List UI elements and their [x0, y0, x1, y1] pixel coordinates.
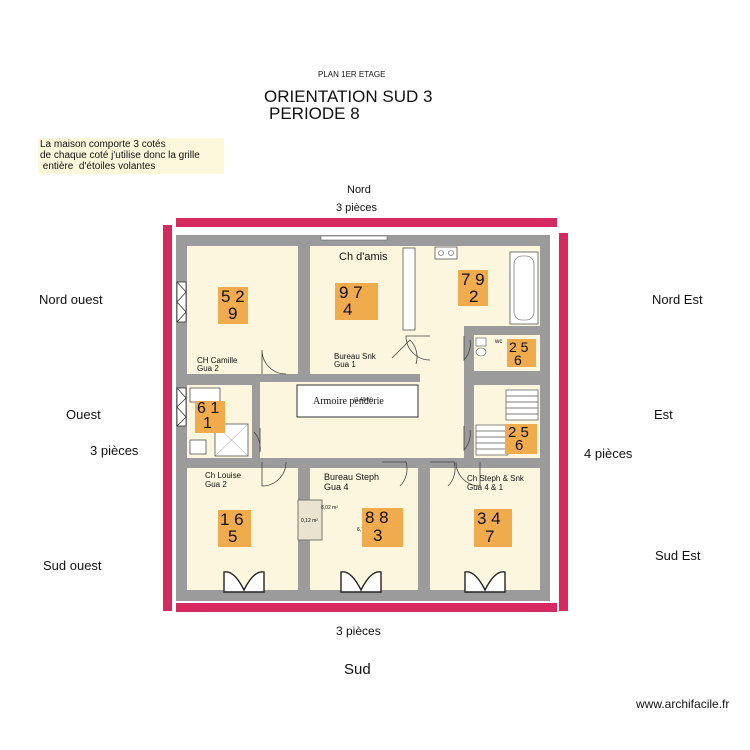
- label-north-rooms: 3 pièces: [336, 202, 377, 214]
- star-top: 9 7: [339, 283, 363, 302]
- star-top: 1 6: [220, 510, 244, 529]
- star-top: 5 2: [221, 287, 245, 306]
- note-line-2: de chaque coté j'utilise donc la grille: [40, 150, 200, 161]
- star-box-ch-camille: 5 2 9: [218, 287, 248, 324]
- closet: [297, 499, 323, 541]
- star-bottom: 1: [203, 415, 212, 432]
- star-box-stairs-e: 2 5 6: [505, 424, 537, 454]
- room-label-wc: wc: [495, 339, 503, 345]
- west-bar: [163, 225, 172, 611]
- star-top: 3 4: [477, 509, 501, 528]
- star-top: 2 5: [509, 339, 529, 355]
- closet-area: 0,12 m²: [301, 518, 318, 524]
- star-box-ch-amis: 7 9 2: [458, 270, 488, 306]
- star-box-bureau-snk: 9 7 4: [335, 283, 378, 320]
- room-gua-ch-camille: Gua 2: [197, 364, 219, 373]
- south-bar: [176, 603, 557, 612]
- room-label-ch-amis: Ch d'amis: [339, 251, 388, 263]
- room-label-ch-camille: CH Camille: [197, 356, 238, 365]
- label-east: Est: [654, 407, 673, 422]
- room-label-ch-louise: Ch Louise: [205, 471, 242, 480]
- star-box-ch-louise: 1 6 5: [218, 510, 251, 547]
- star-box-bathroom-w: 6 1 1: [195, 401, 225, 433]
- star-bottom: 2: [469, 287, 479, 306]
- room-label-bureau-snk: Bureau Snk: [334, 352, 376, 361]
- room-gua-bureau-steph: Gua 4: [324, 482, 349, 492]
- star-box-bureau-steph: 8 8 3: [362, 508, 403, 547]
- label-south: Sud: [344, 661, 371, 678]
- room-label-ch-steph: Ch Steph & Snk: [467, 474, 524, 483]
- star-top: 6 1: [197, 400, 220, 417]
- star-box-ch-steph: 3 4 7: [474, 509, 512, 547]
- label-east-rooms: 4 pièces: [584, 446, 633, 461]
- closet-area-2: 8,02 m²: [321, 505, 338, 511]
- north-bar: [176, 218, 557, 227]
- star-bottom: 5: [228, 527, 238, 546]
- plan-subtitle: PLAN 1ER ETAGE: [318, 70, 386, 79]
- star-top: 8 8: [365, 508, 389, 527]
- armoire: [296, 384, 419, 418]
- label-north-east: Nord Est: [652, 292, 703, 307]
- label-south-rooms: 3 pièces: [336, 624, 381, 638]
- room-gua-ch-louise: Gua 2: [205, 480, 227, 489]
- watermark-link[interactable]: www.archifacile.fr: [636, 697, 730, 711]
- label-north-west: Nord ouest: [39, 292, 103, 307]
- note-line-3: entière d'étoiles volantes: [40, 161, 156, 172]
- east-bar: [559, 233, 568, 611]
- room-label-bureau-steph: Bureau Steph: [324, 472, 380, 482]
- star-box-wc: 2 5 6: [507, 339, 536, 367]
- star-top: 2 5: [508, 424, 529, 441]
- room-gua-bureau-snk: Gua 1: [334, 360, 356, 369]
- room-gua-ch-steph: Gua 4 & 1: [467, 483, 504, 492]
- plan-period: PERIODE 8: [269, 104, 360, 123]
- label-south-east: Sud Est: [655, 548, 701, 563]
- label-south-west: Sud ouest: [43, 558, 102, 573]
- star-bottom: 6: [515, 437, 524, 454]
- star-top: 7 9: [461, 270, 485, 289]
- star-bottom: 6: [514, 352, 522, 368]
- armoire-label: Armoire penderie: [313, 396, 384, 407]
- label-west: Ouest: [66, 407, 101, 422]
- note-line-1: La maison comporte 3 cotés: [40, 139, 166, 150]
- star-bottom: 7: [485, 527, 495, 546]
- star-bottom: 4: [343, 300, 353, 319]
- armoire-area: (1,49m²): [354, 397, 373, 403]
- star-bottom: 3: [373, 526, 383, 545]
- star-bottom: 9: [228, 304, 238, 323]
- plan-title: ORIENTATION SUD 3: [264, 87, 433, 106]
- info-note: La maison comporte 3 cotés de chaque cot…: [38, 138, 224, 174]
- label-north: Nord: [347, 184, 371, 196]
- label-west-rooms: 3 pièces: [90, 443, 139, 458]
